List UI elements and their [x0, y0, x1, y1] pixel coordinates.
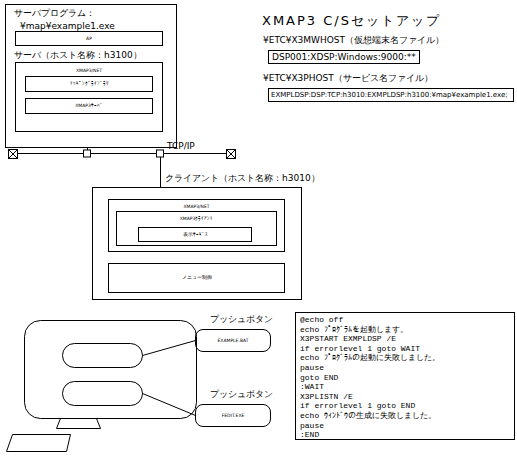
code-line: pause: [300, 363, 512, 373]
library-box: ﾏｯﾋﾟﾝｸﾞﾗｲﾌﾞﾗﾘ: [25, 76, 153, 92]
client-module-box: XMAP3ｸﾗｲｱﾝﾄ 表示ｻｰﾋﾞｽ: [116, 211, 277, 246]
process-box: AP: [15, 31, 163, 46]
server-box: サーバプログラム：¥map¥example1.exeサーバ（ホスト名称：h310…: [5, 4, 177, 148]
code-line: echo ﾌﾟﾛｸﾞﾗﾑの起動に失敗しました。: [300, 353, 512, 363]
client-box: クライアント（ホスト名称：h3010）XMAP3/NETXMAP3ｸﾗｲｱﾝﾄ表…: [92, 187, 302, 300]
file-box: プッシュボタンEXAMPLE.BAT: [195, 329, 271, 352]
code-line: :END: [300, 430, 512, 440]
code-line: @echo off: [300, 315, 512, 325]
node-text: FEDIT.EXE: [196, 405, 270, 426]
code-line: if errorlevel 1 goto END: [300, 401, 512, 411]
node-text: ¥ETC¥X3MWHOST（仮想端末名ファイル）: [263, 35, 503, 46]
middleware-box: XMAP3/NETﾏｯﾋﾟﾝｸﾞﾗｲﾌﾞﾗﾘ XMAP3ｻｰﾊﾞ: [15, 62, 163, 132]
server-module-box: XMAP3ｻｰﾊﾞ: [25, 98, 153, 114]
node-text: メニュー制御: [109, 264, 284, 292]
node-text: プッシュボタン: [210, 314, 300, 325]
keyboard: [7, 435, 71, 452]
node-text: XMAP3ｻｰﾊﾞ: [26, 99, 152, 113]
code-line: echo ｳｨﾝﾄﾞｳの生成に失敗しました。: [300, 411, 512, 421]
connector-line: [88, 148, 161, 187]
code-line: goto END: [300, 373, 512, 383]
network-label: TCP/IP: [167, 140, 227, 152]
code-line: pause: [300, 421, 512, 431]
code-line: :WAIT: [300, 382, 512, 392]
section-title: XMAP3 C/Sセットアップ: [262, 13, 512, 29]
leader-line: [143, 394, 196, 416]
junction: [84, 150, 91, 157]
junction: [157, 150, 164, 157]
screen-button: [63, 344, 143, 368]
code-line: X3PSTART EXMPLDSP /E: [300, 334, 512, 344]
leader-line: [143, 341, 196, 356]
node-text: サーバプログラム：: [14, 8, 174, 19]
config-file-box: ¥ETC¥X3MWHOST（仮想端末名ファイル）DSP001:XDSP:Wind…: [268, 50, 420, 64]
terminator: [227, 150, 236, 159]
node-text: AP: [16, 32, 162, 45]
node-text: DSP001:XDSP:Windows:9000:**: [272, 52, 418, 63]
node-text: XMAP3/NET: [16, 65, 162, 76]
computer-illustration: [7, 321, 197, 452]
node-text: XMAP3ｸﾗｲｱﾝﾄ: [117, 213, 276, 224]
menu-box: メニュー制御: [108, 263, 285, 293]
node-text: 表示ｻｰﾋﾞｽ: [139, 228, 251, 241]
file-box: プッシュボタンFEDIT.EXE: [195, 404, 271, 427]
monitor-stand: [57, 419, 101, 429]
config-file-box: ¥ETC¥X3PHOST（サービス名ファイル）EXMPLDSP:DSP:TCP:…: [268, 88, 514, 102]
node-text: プッシュボタン: [210, 389, 300, 400]
code-line: if errorlevel 1 goto WAIT: [300, 344, 512, 354]
script-box: @echo offecho ﾌﾟﾛｸﾞﾗﾑを起動します。X3PSTART EXM…: [295, 312, 515, 440]
screen-button: [63, 382, 143, 406]
middleware-box: XMAP3/NETXMAP3ｸﾗｲｱﾝﾄ表示ｻｰﾋﾞｽ: [108, 199, 285, 252]
service-box: 表示ｻｰﾋﾞｽ: [138, 227, 252, 242]
network-line: [17, 153, 227, 154]
terminator: [9, 150, 18, 159]
node-text: クライアント（ホスト名称：h3010）: [165, 173, 365, 184]
node-text: EXAMPLE.BAT: [196, 330, 270, 351]
node-text: EXMPLDSP:DSP:TCP:h3010:EXMPLDSP:h3100:¥m…: [271, 90, 511, 101]
code-line: X3PLISTN /E: [300, 392, 512, 402]
code-line: echo ﾌﾟﾛｸﾞﾗﾑを起動します。: [300, 325, 512, 335]
network-connector: [88, 148, 161, 187]
node-text: ﾏｯﾋﾟﾝｸﾞﾗｲﾌﾞﾗﾘ: [26, 77, 152, 91]
monitor: [25, 321, 197, 419]
node-text: ¥ETC¥X3PHOST（サービス名ファイル）: [263, 73, 503, 84]
node-text: サーバ（ホスト名称：h3100）: [14, 50, 174, 61]
